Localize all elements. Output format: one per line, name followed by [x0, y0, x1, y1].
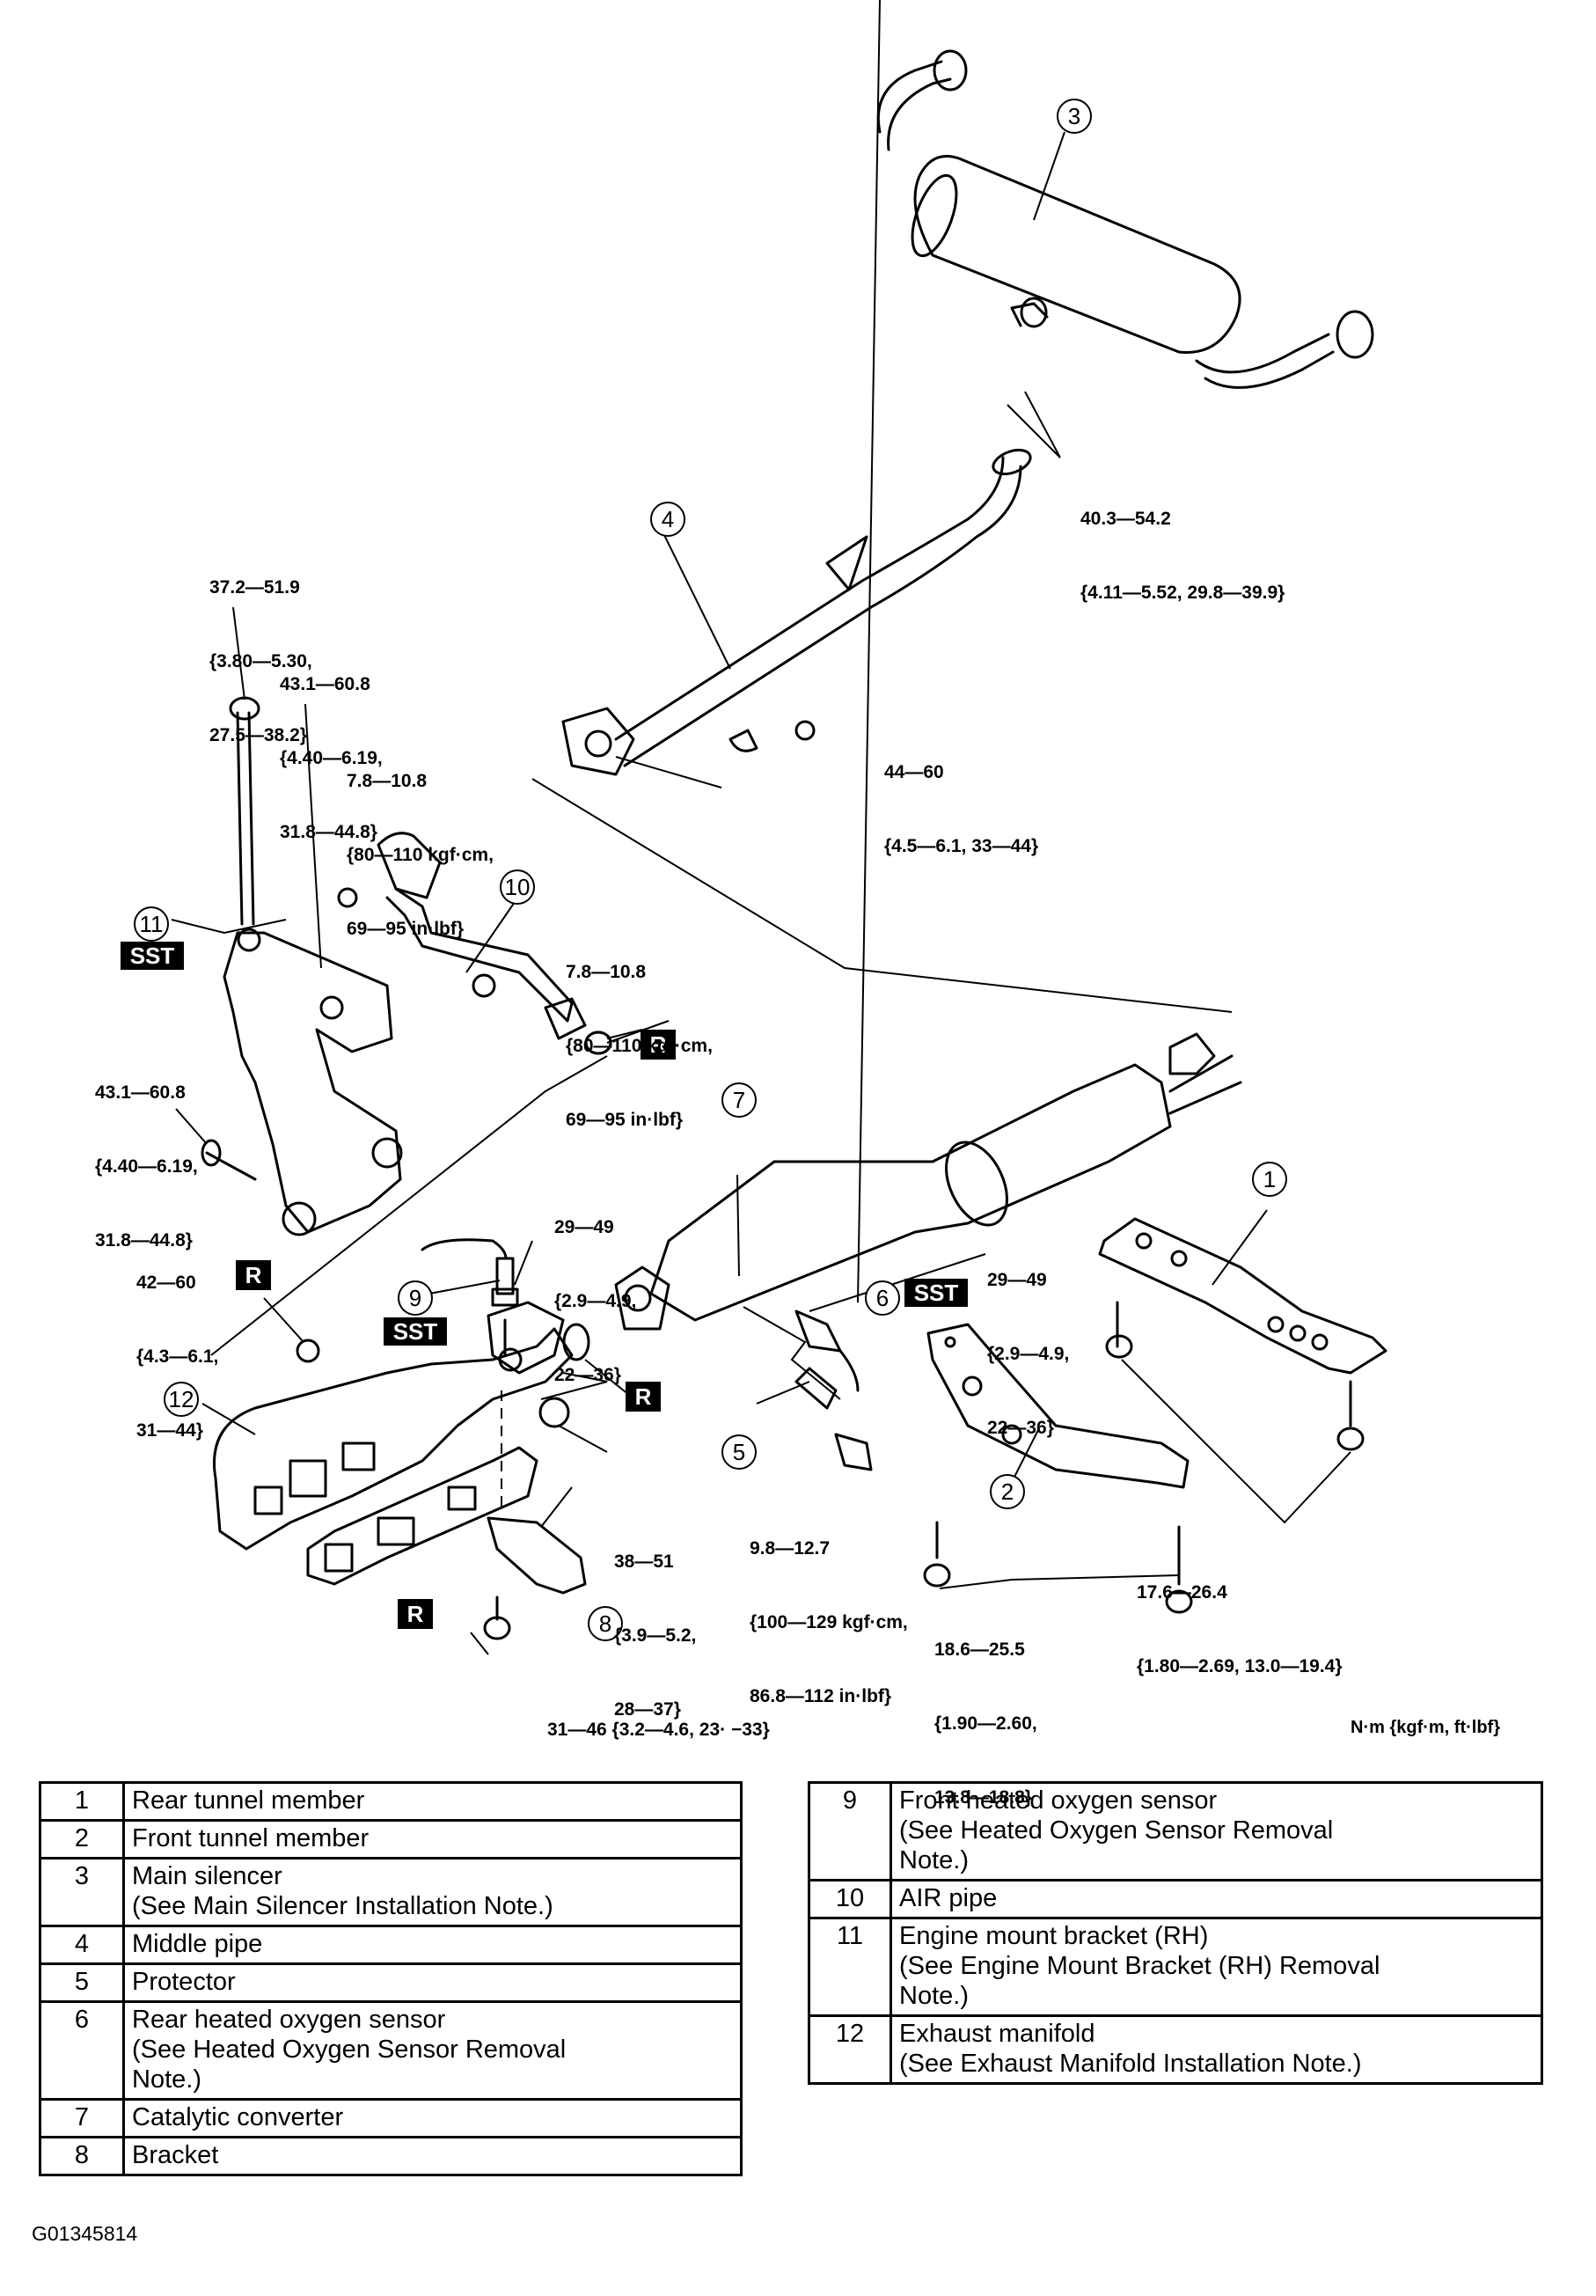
- torque-air-pipe-upper: 7.8—10.8 {80—110 kgf·cm, 69—95 in·lbf}: [347, 771, 494, 939]
- replace-badge: R: [398, 1599, 433, 1629]
- callout-7: 7: [721, 1082, 757, 1118]
- torque-protector-bolt: 9.8—12.7 {100—129 kgf·cm, 86.8—112 in·lb…: [750, 1538, 908, 1706]
- exhaust-manifold-part: [213, 1301, 587, 1640]
- torque-converter-nut: 38—51 {3.9—5.2, 28—37}: [614, 1551, 697, 1720]
- sst-badge: SST: [904, 1279, 968, 1307]
- exhaust-system-exploded-diagram: 3 4 11 10 7 1 6 9 12 5 2 8 SST SST SST R…: [95, 0, 1500, 1808]
- air-pipe-part: [319, 832, 612, 1055]
- rear-tunnel-member-part: [1098, 1217, 1387, 1451]
- torque-mount-bolt-top: 37.2—51.9 {3.80—5.30, 27.5—38.2}: [209, 577, 312, 745]
- callout-4: 4: [650, 502, 685, 537]
- callout-5: 5: [721, 1434, 757, 1470]
- callout-1: 1: [1252, 1162, 1287, 1197]
- torque-mount-nut-upper: 43.1—60.8 {4.40—6.19, 31.8—44.8}: [280, 674, 383, 842]
- torque-bracket-bolt: 31—46 {3.2—4.6, 23· −33}: [547, 1720, 770, 1740]
- callout-10: 10: [500, 869, 535, 905]
- torque-mount-bolt-lower: 43.1—60.8 {4.40—6.19, 31.8—44.8}: [95, 1082, 198, 1251]
- torque-units-note: N·m {kgf·m, ft·lbf}: [1351, 1718, 1500, 1737]
- torque-rear-o2-sensor: 29—49 {2.9—4.9, 22—36}: [987, 1270, 1070, 1438]
- torque-middle-pipe-nut: 44—60 {4.5—6.1, 33—44}: [884, 762, 1039, 856]
- front-oxygen-sensor-part: [421, 1238, 519, 1357]
- callout-9: 9: [398, 1280, 433, 1316]
- sst-badge: SST: [121, 942, 184, 970]
- torque-manifold-nut: 42—60 {4.3—6.1, 31—44}: [136, 1273, 219, 1441]
- callout-8: 8: [588, 1606, 623, 1641]
- catalytic-converter-part: [614, 1032, 1242, 1331]
- replace-badge: R: [626, 1382, 661, 1412]
- torque-silencer-nuts: 40.3—54.2 {4.11—5.52, 29.8—39.9}: [1080, 509, 1285, 603]
- replace-badge: R: [641, 1030, 676, 1060]
- engine-mount-bracket-part: [201, 696, 403, 1236]
- callout-3: 3: [1057, 99, 1092, 134]
- diagram-artwork: [171, 0, 1387, 1655]
- callout-2: 2: [990, 1474, 1025, 1509]
- front-tunnel-member-part: [923, 1323, 1193, 1614]
- callout-6: 6: [865, 1280, 900, 1316]
- replace-badge: R: [236, 1260, 271, 1290]
- callout-12: 12: [164, 1382, 199, 1417]
- rear-oxygen-sensor-part: [794, 1309, 873, 1471]
- callout-11: 11: [134, 906, 169, 942]
- sst-badge: SST: [384, 1317, 447, 1346]
- gasket-ring: [562, 1323, 590, 1361]
- torque-front-o2-sensor: 29—49 {2.9—4.9, 22—36}: [554, 1217, 637, 1385]
- torque-air-pipe-lower: 7.8—10.8 {80—110 kgf·cm, 69—95 in·lbf}: [566, 962, 713, 1130]
- middle-pipe-part: [561, 448, 1032, 776]
- main-silencer-part: [876, 49, 1374, 389]
- torque-rear-tunnel-bolts: 17.6—26.4 {1.80—2.69, 13.0—19.4}: [1137, 1582, 1343, 1676]
- figure-id: G01345814: [32, 2222, 138, 2245]
